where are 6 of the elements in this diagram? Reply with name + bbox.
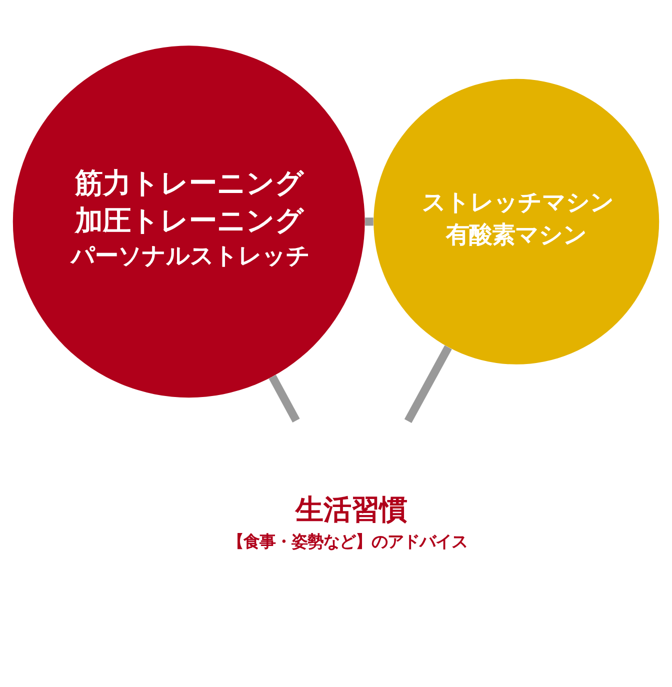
node-circle: ストレッチマシン 有酸素マシン bbox=[374, 78, 660, 364]
connector bbox=[404, 344, 452, 423]
connector bbox=[365, 217, 374, 226]
node-circle: 筋力トレーニング 加圧トレーニング パーソナルストレッチ bbox=[12, 45, 365, 398]
node-text: 生活習慣 【食事・姿勢など】のアドバイス bbox=[227, 492, 468, 551]
connector bbox=[268, 374, 300, 422]
